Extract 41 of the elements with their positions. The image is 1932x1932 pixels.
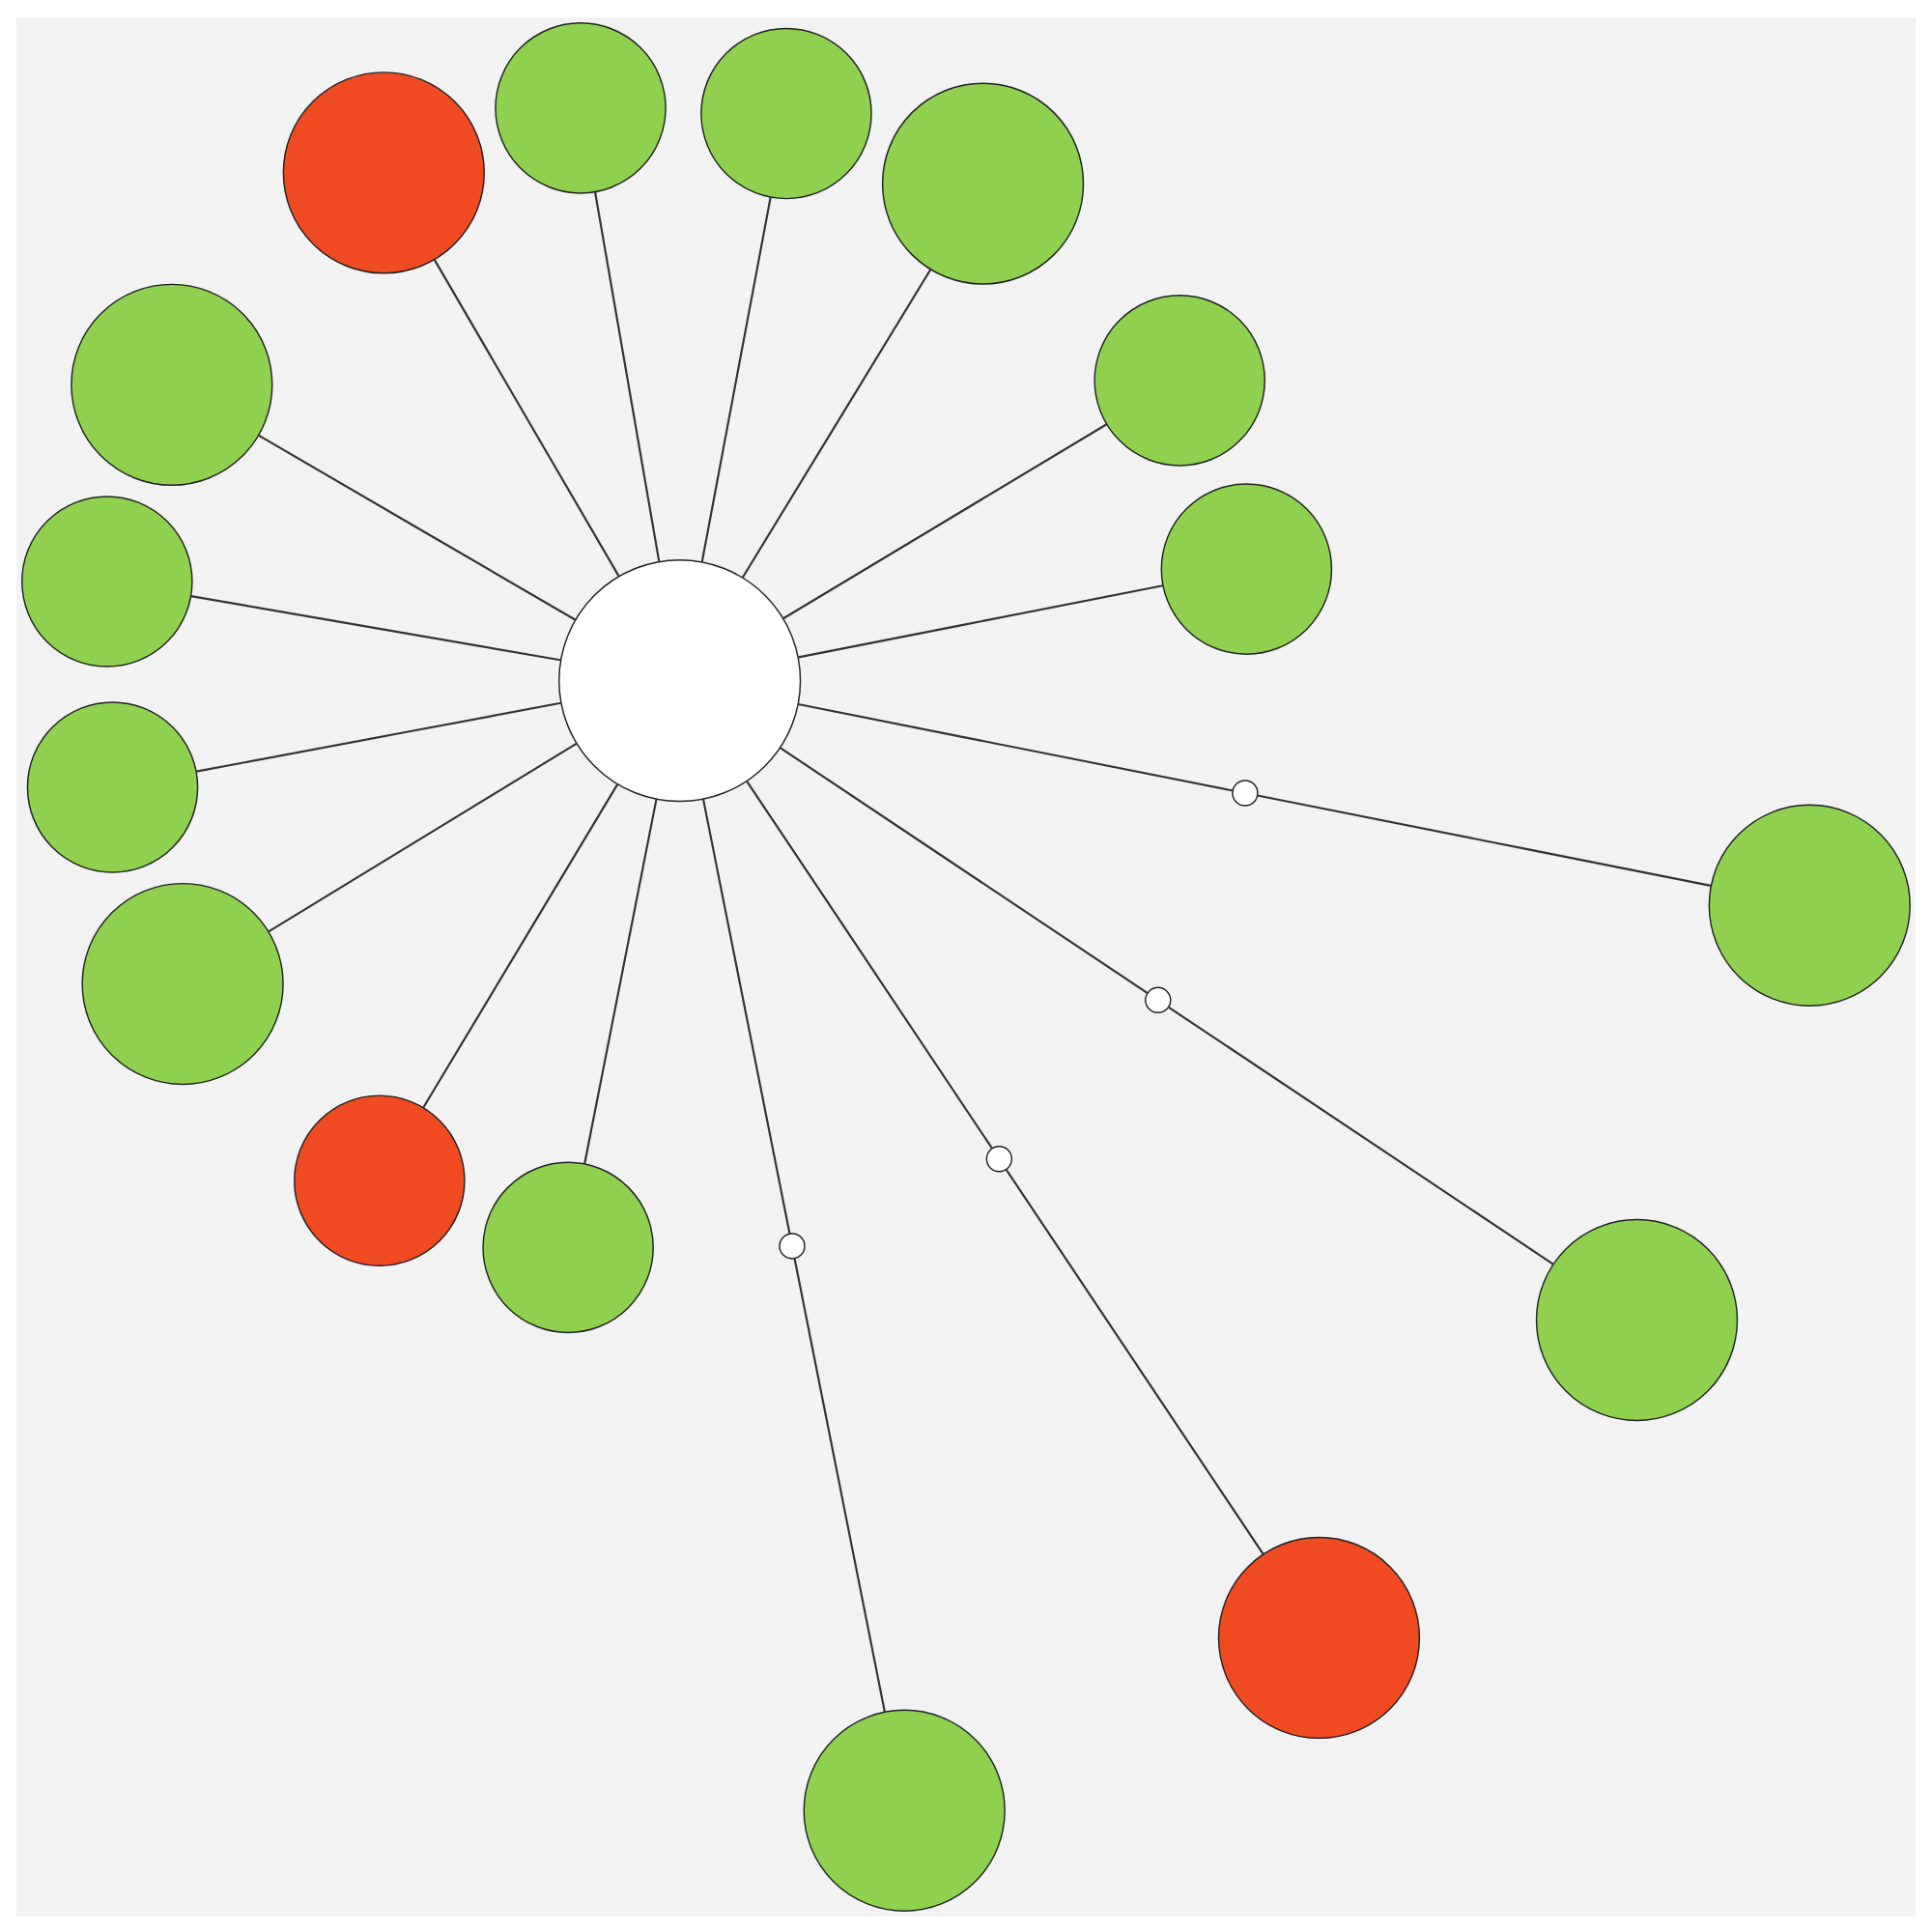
connector xyxy=(190,594,561,661)
node-circle xyxy=(495,21,667,193)
node-circle xyxy=(71,282,273,485)
connector xyxy=(741,268,932,578)
node-circle xyxy=(558,558,802,802)
node-circle xyxy=(779,1232,806,1259)
node-circle xyxy=(985,1145,1013,1172)
node-circle xyxy=(294,1094,466,1265)
node-circle xyxy=(881,81,1085,284)
node-circle xyxy=(282,71,485,273)
connector xyxy=(793,1257,886,1712)
connector xyxy=(700,196,772,561)
connector xyxy=(422,782,619,1108)
node-circle xyxy=(21,495,193,667)
node-circle xyxy=(1145,985,1172,1013)
connector xyxy=(583,798,658,1163)
node-circle xyxy=(81,881,284,1085)
node-circle xyxy=(1232,779,1259,806)
node-circle xyxy=(803,1708,1006,1911)
connector xyxy=(594,190,661,561)
connector xyxy=(258,433,576,620)
node-circle xyxy=(1217,1535,1421,1739)
connector xyxy=(798,701,1234,791)
connector xyxy=(780,746,1149,993)
connector xyxy=(433,258,620,576)
node-circle xyxy=(1535,1217,1739,1421)
node-circle xyxy=(1094,294,1265,466)
node-circle xyxy=(482,1160,654,1333)
connector xyxy=(798,583,1163,658)
connector xyxy=(1005,1168,1264,1554)
connector xyxy=(196,700,561,772)
node-circle xyxy=(26,700,199,872)
node-circle xyxy=(700,26,872,199)
connector xyxy=(1167,1005,1554,1264)
connector xyxy=(782,422,1108,619)
connector xyxy=(746,780,993,1149)
node-circle xyxy=(1160,482,1333,654)
connector xyxy=(268,741,578,932)
connector xyxy=(1257,793,1712,886)
node-circle xyxy=(1708,803,1911,1006)
connector xyxy=(701,798,791,1234)
